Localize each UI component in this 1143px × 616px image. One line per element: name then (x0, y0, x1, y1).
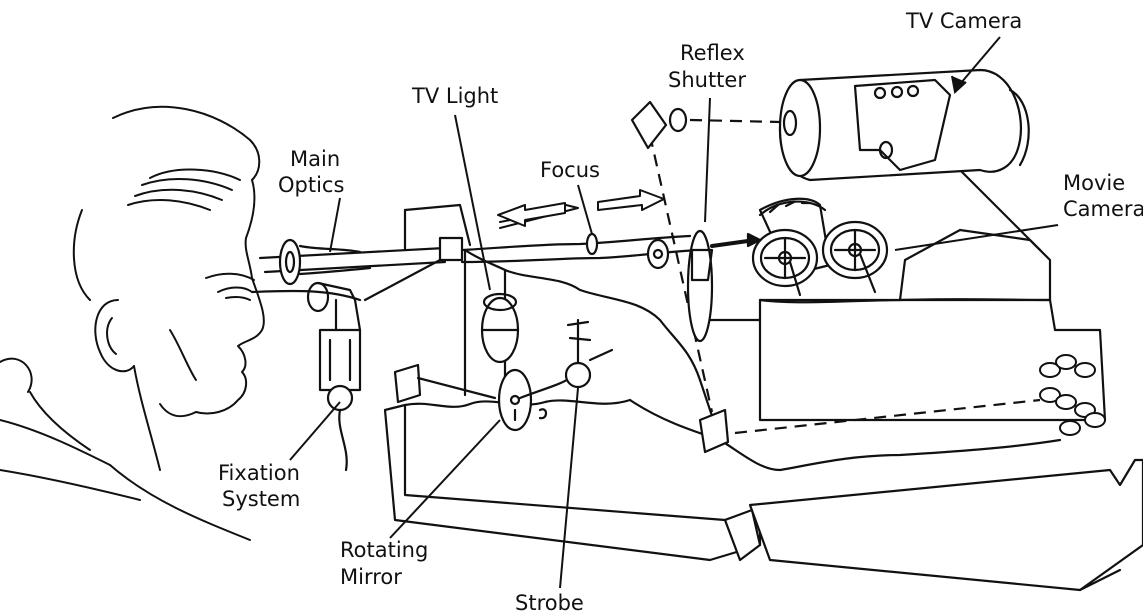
base-housing (383, 158, 1143, 592)
label-reflex-line1: Reflex (680, 41, 745, 65)
label-main-line1: Main (290, 147, 340, 171)
tv-mirror (630, 100, 668, 150)
label-main-line2: Optics (278, 173, 344, 197)
observer-head (0, 105, 265, 541)
tv-light-lamp (480, 292, 520, 364)
label-fixation-line1: Fixation (218, 461, 300, 485)
leader-lines (289, 36, 1059, 589)
labels: TV Camera Reflex Shutter TV Light Main O… (218, 9, 1143, 615)
label-tv-camera: TV Camera (905, 9, 1022, 33)
label-reflex-line2: Shutter (668, 68, 746, 92)
label-fixation-line2: System (222, 487, 300, 511)
lower-mirror (698, 408, 730, 454)
label-movie-line1: Movie (1063, 171, 1125, 195)
fixation-system (250, 258, 497, 472)
main-optics (258, 229, 762, 343)
label-focus: Focus (540, 158, 600, 182)
strobe-unit (564, 318, 614, 389)
label-tv-light: TV Light (411, 84, 498, 108)
tv-camera-body (668, 68, 1030, 182)
label-strobe: Strobe (515, 591, 584, 615)
strobe-batteries (1039, 354, 1106, 436)
movie-camera (751, 197, 889, 297)
label-rotating-line2: Mirror (340, 565, 402, 589)
optical-path-dashed (648, 118, 1041, 435)
focus-double-arrow (497, 189, 665, 229)
label-movie-line2: Camera (1063, 197, 1143, 221)
label-rotating-line1: Rotating (340, 538, 428, 562)
